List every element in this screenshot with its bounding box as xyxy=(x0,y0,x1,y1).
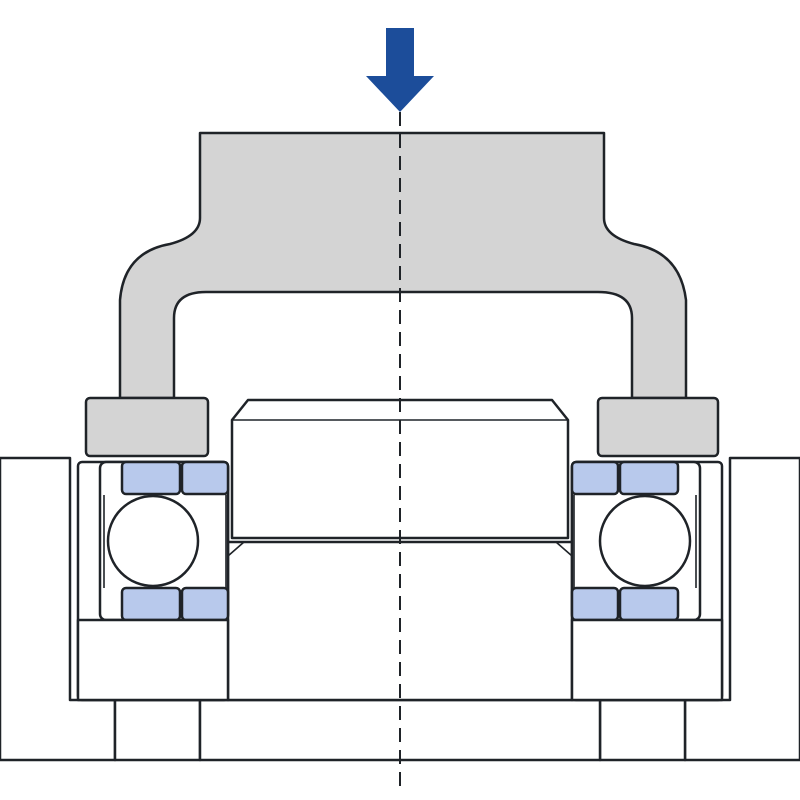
bearing-left-seal-bottom-2 xyxy=(180,586,230,622)
down-arrow-icon xyxy=(366,28,434,112)
housing-bottom-left-step xyxy=(113,698,202,762)
spacer-right xyxy=(570,618,724,702)
bearing-right-seal-bottom-2 xyxy=(618,586,680,622)
inner-spacers xyxy=(76,618,724,702)
bearing-right xyxy=(570,460,702,622)
spacer-left xyxy=(76,618,230,702)
mounting-tool-foot-left xyxy=(84,396,210,458)
bearing-left-seal-top-2 xyxy=(180,460,230,496)
bearing-left-cage xyxy=(103,495,227,588)
housing-bottom-right-step xyxy=(598,698,687,762)
bearing-left-seal-bottom-1 xyxy=(120,586,182,622)
bearing-left-ball xyxy=(106,494,200,588)
bearing-right-cage xyxy=(573,495,697,588)
bearing-left-seal-top-1 xyxy=(120,460,182,496)
mounting-tool-foot-right xyxy=(596,396,720,458)
bearing-right-seal-bottom-1 xyxy=(570,586,620,622)
bearing-right-seal-top-1 xyxy=(570,460,620,496)
mounting-tool-body xyxy=(118,131,688,400)
shaft-chamfer-lower xyxy=(227,541,573,557)
bearing-right-seal-top-2 xyxy=(618,460,680,496)
bearing-right-ball xyxy=(598,494,692,588)
mounting-tool xyxy=(84,131,720,458)
bearing-left xyxy=(98,460,230,622)
